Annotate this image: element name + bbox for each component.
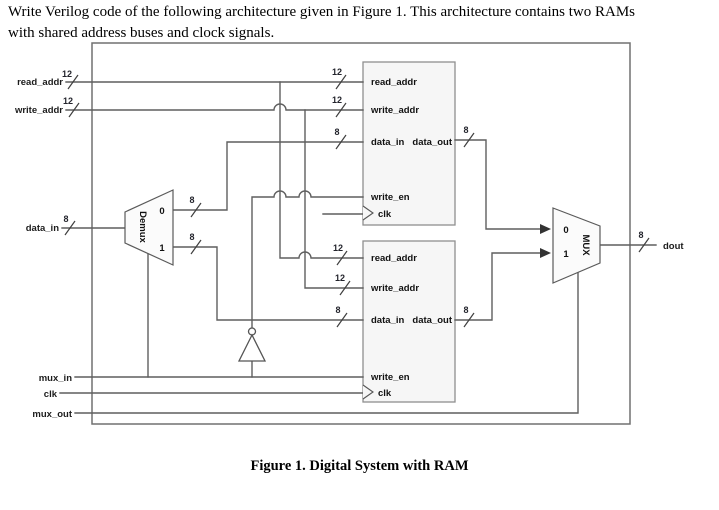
ram2-pin-read-addr: read_addr [371,253,417,264]
clk-label: clk [44,389,58,400]
bus-width-label: 12 [63,96,73,106]
bus-slash [190,202,202,218]
bus-width-label: 12 [335,273,345,283]
bus-slash [335,102,347,118]
mux-in1-label: 1 [563,249,569,260]
bus-width-label: 12 [332,67,342,77]
bus-slash [336,250,348,266]
question-line-1: Write Verilog code of the following arch… [8,4,636,20]
bus-slash [64,220,76,236]
mux-in0-arrowhead-icon [540,224,551,234]
data-in-label: data_in [26,223,59,234]
ram1-pin-data-in: data_in [371,137,404,148]
bus-slash [638,237,650,253]
ram1-block [362,61,456,226]
bus-slash [339,280,351,296]
question-text: Write Verilog code of the following arch… [8,2,716,44]
figure-caption: Figure 1. Digital System with RAM [250,458,469,474]
wire-ram2-data-out [454,252,542,321]
ram2-block [362,240,456,403]
bus-width-label: 8 [189,195,194,205]
wire-read-addr-branch [279,81,364,259]
demux-out1-label: 1 [159,243,165,254]
bus-slash [190,239,202,255]
bus-width-label: 8 [463,305,468,315]
write-addr-label: write_addr [14,105,63,116]
bus-width-label: 12 [62,69,72,79]
not-gate-icon [237,333,267,362]
mux-out-label: mux_out [32,409,72,420]
ram2-pin-data-out: data_out [412,315,452,326]
ram1-pin-write-addr: write_addr [370,105,419,116]
bus-width-label: 12 [333,243,343,253]
outer-box [91,42,631,425]
bus-width-label: 8 [335,305,340,315]
wire-ram1-data-out [454,139,542,230]
wire-inverter-to-write-en [251,190,364,328]
ram1-pin-clk: clk [378,209,392,220]
question-line-2: with shared address buses and clock sign… [8,25,275,41]
bus-width-label: 8 [189,232,194,242]
bus-width-label: 8 [638,230,643,240]
wire-write-addr-branch [304,109,364,289]
bus-width-label: 8 [334,127,339,137]
bus-slash [463,312,475,328]
bus-slash [335,74,347,90]
bus-width-label: 8 [63,214,68,224]
ram2-pin-clk: clk [378,388,392,399]
ram1-pin-write-en: write_en [370,192,410,203]
wire-write-addr [65,103,364,111]
ram2-pin-data-in: data_in [371,315,404,326]
ram1-pin-data-out: data_out [412,137,452,148]
ram1-clock-triangle-icon [362,205,374,221]
ram2-pin-write-en: write_en [370,372,410,383]
bus-slash [463,132,475,148]
ram2-pin-write-addr: write_addr [370,283,419,294]
demux-out0-label: 0 [159,206,164,217]
demux-label: Demux [137,211,148,243]
mux-shape [552,207,601,284]
bus-slash [335,134,347,150]
mux-label: MUX [580,234,591,256]
wire-mux-out [74,271,579,414]
bus-slash [336,312,348,328]
read-addr-label: read_addr [17,77,63,88]
bus-width-label: 12 [332,95,342,105]
wire-demux-out1 [172,246,364,321]
ram1-pin-read-addr: read_addr [371,77,417,88]
bus-slash [67,74,79,90]
mux-in-label: mux_in [39,373,72,384]
dout-label: dout [663,241,684,252]
bus-width-label: 8 [463,125,468,135]
mux-in0-label: 0 [563,225,568,236]
mux-in1-arrowhead-icon [540,248,551,258]
wire-demux-out0 [172,141,364,211]
ram2-clock-triangle-icon [362,384,374,400]
demux-shape [124,189,174,266]
bus-slash [68,102,80,118]
